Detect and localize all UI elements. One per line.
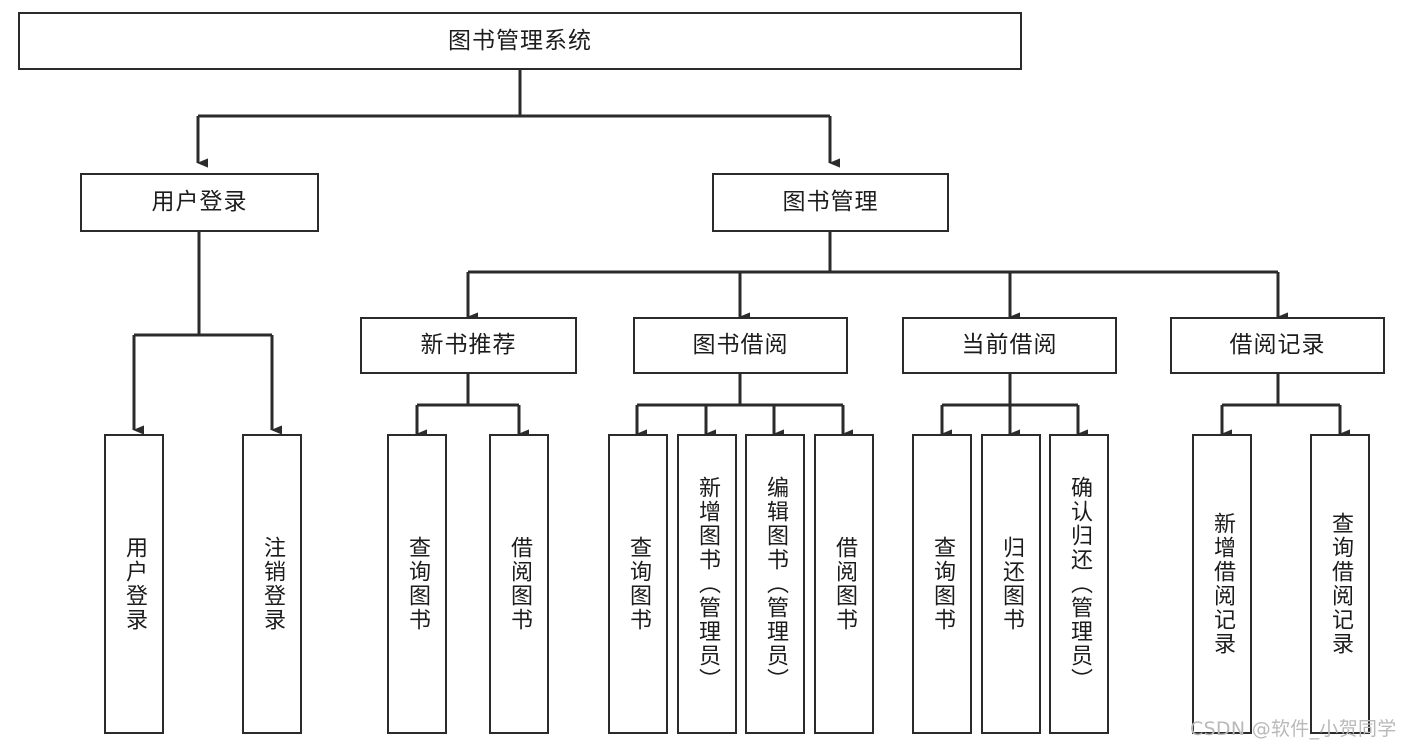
leaf-label: 查询图书 xyxy=(929,536,955,632)
leaf-label: 用户登录 xyxy=(121,536,147,632)
node-borrow-record[interactable]: 借阅记录 xyxy=(1170,317,1385,374)
node-borrow-record-label: 借阅记录 xyxy=(1229,332,1326,358)
leaf-label: 借阅图书 xyxy=(831,536,857,632)
leaf-current-borrow-return[interactable]: 归还图书 xyxy=(981,434,1041,734)
leaf-label: 查询图书 xyxy=(404,536,430,632)
leaf-borrow-record-query[interactable]: 查询借阅记录 xyxy=(1310,434,1370,734)
node-user-login-label: 用户登录 xyxy=(151,189,248,215)
node-root-label: 图书管理系统 xyxy=(448,27,592,54)
leaf-current-borrow-confirm[interactable]: 确认归还（管理员） xyxy=(1049,434,1109,734)
leaf-current-borrow-query[interactable]: 查询图书 xyxy=(912,434,972,734)
node-book-borrow[interactable]: 图书借阅 xyxy=(633,317,848,374)
leaf-label: 新增借阅记录 xyxy=(1209,512,1235,656)
leaf-label: 确认归还（管理员） xyxy=(1066,476,1092,692)
leaf-label: 查询图书 xyxy=(625,536,651,632)
leaf-new-book-borrow[interactable]: 借阅图书 xyxy=(489,434,549,734)
leaf-book-borrow-query[interactable]: 查询图书 xyxy=(608,434,668,734)
leaf-user-login-logout[interactable]: 注销登录 xyxy=(242,434,302,734)
leaf-book-borrow-add[interactable]: 新增图书（管理员） xyxy=(677,434,737,734)
csdn-watermark: CSDN @软件_小贺同学 xyxy=(1190,718,1397,740)
node-current-borrow-label: 当前借阅 xyxy=(961,332,1058,358)
leaf-user-login-login[interactable]: 用户登录 xyxy=(104,434,164,734)
node-new-book-recommend[interactable]: 新书推荐 xyxy=(360,317,577,374)
node-book-borrow-label: 图书借阅 xyxy=(692,332,789,358)
node-new-book-recommend-label: 新书推荐 xyxy=(420,332,517,358)
leaf-label: 注销登录 xyxy=(259,536,285,632)
leaf-label: 借阅图书 xyxy=(506,536,532,632)
leaf-book-borrow-borrow[interactable]: 借阅图书 xyxy=(814,434,874,734)
leaf-label: 编辑图书（管理员） xyxy=(762,476,788,692)
node-book-management-label: 图书管理 xyxy=(782,189,879,215)
leaf-new-book-query[interactable]: 查询图书 xyxy=(387,434,447,734)
leaf-label: 归还图书 xyxy=(998,536,1024,632)
node-book-management[interactable]: 图书管理 xyxy=(712,173,949,232)
node-current-borrow[interactable]: 当前借阅 xyxy=(902,317,1117,374)
leaf-borrow-record-add[interactable]: 新增借阅记录 xyxy=(1192,434,1252,734)
node-root[interactable]: 图书管理系统 xyxy=(18,12,1022,70)
leaf-book-borrow-edit[interactable]: 编辑图书（管理员） xyxy=(745,434,805,734)
node-user-login[interactable]: 用户登录 xyxy=(80,173,319,232)
leaf-label: 新增图书（管理员） xyxy=(694,476,720,692)
leaf-label: 查询借阅记录 xyxy=(1327,512,1353,656)
